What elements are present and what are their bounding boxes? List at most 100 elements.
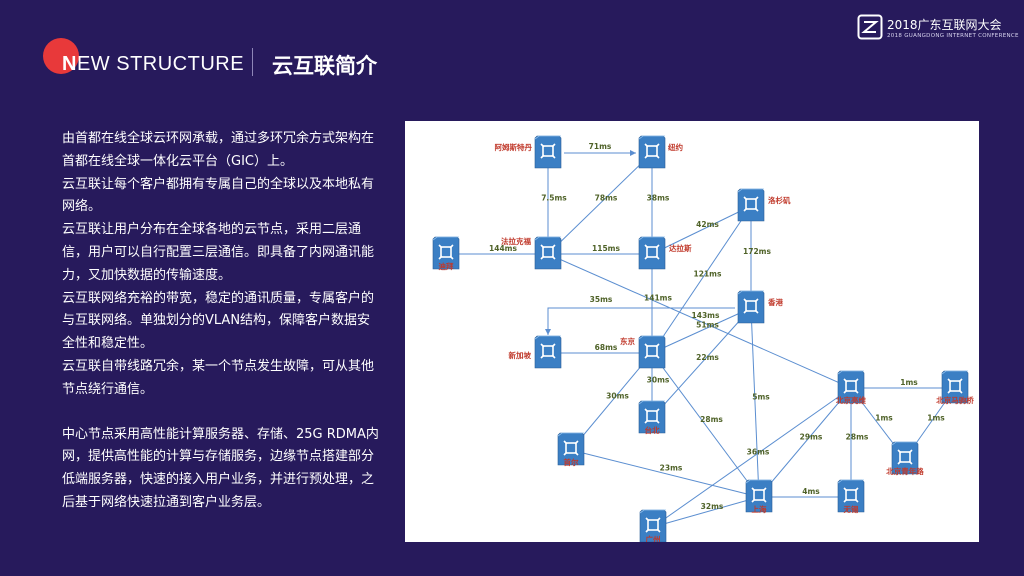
latency-label: 35ms (590, 295, 613, 304)
link-hk-sh (750, 307, 760, 498)
router-icon (645, 517, 661, 533)
latency-label: 42ms (696, 220, 719, 229)
node-la (737, 188, 765, 222)
brand-title: NEW STRUCTURE (62, 53, 245, 75)
node-sel (557, 432, 585, 466)
latency-label: 172ms (743, 247, 771, 256)
conference-logo-icon (857, 14, 883, 40)
node-label: 法拉克福 (501, 236, 531, 246)
intro-paragraph: 云互联让每个客户都拥有专属自己的全球以及本地私有网络。 (62, 176, 375, 215)
router-icon (438, 244, 454, 260)
intro-paragraph: 云互联网络充裕的带宽，稳定的通讯质量，专属客户的与互联网络。单独划分的VLAN结… (62, 290, 375, 352)
link-hk-tyo (651, 307, 752, 354)
intro-paragraph: 云互联自带线路冗余，某一个节点发生故障，可从其他节点绕行通信。 (62, 358, 375, 397)
header-divider (252, 48, 253, 76)
node-nyc (638, 135, 666, 169)
node-sh (745, 479, 773, 513)
router-icon (897, 449, 913, 465)
node-ams (534, 135, 562, 169)
router-icon (563, 440, 579, 456)
logo-title: 2018广东互联网大会 (887, 18, 1002, 32)
latency-label: 23ms (660, 464, 683, 473)
latency-label: 121ms (694, 270, 722, 279)
router-icon (540, 244, 556, 260)
router-icon (644, 408, 660, 424)
link-hk-sg (545, 307, 735, 335)
node-label: 香港 (767, 297, 783, 307)
latency-label: 143ms (692, 311, 720, 320)
node-dal (638, 236, 666, 270)
node-fra (534, 236, 562, 270)
latency-label: 51ms (696, 321, 719, 330)
node-tyo (638, 335, 666, 369)
node-tpe (638, 400, 666, 434)
router-icon (743, 298, 759, 314)
link-fra-bjyz (547, 253, 852, 389)
intro-paragraph: 云互联让用户分布在全球各地的云节点，采用二层通信，用户可以自行配置三层通信。即具… (62, 222, 375, 283)
node-label: 广州 (646, 534, 661, 542)
node-label: 达拉斯 (669, 243, 692, 253)
router-icon (644, 244, 660, 260)
latency-label: 4ms (802, 487, 820, 496)
link-fra-nyc (547, 152, 653, 255)
node-description: 中心节点采用高性能计算服务器、存储、25G RDMA内网，提供高性能的计算与存储… (62, 426, 379, 510)
latency-label: 68ms (595, 343, 618, 352)
node-dubai (432, 236, 460, 270)
router-icon (540, 343, 556, 359)
router-icon (751, 487, 767, 503)
link-gz-sh (652, 496, 760, 528)
latency-label: 7.5ms (541, 194, 567, 203)
node-bjqn (891, 441, 919, 475)
router-icon (843, 378, 859, 394)
latency-label: 38ms (647, 194, 670, 203)
link-la-tyo (651, 205, 752, 354)
latency-label: 30ms (647, 376, 670, 385)
router-icon (644, 343, 660, 359)
latency-label: 28ms (846, 433, 869, 442)
node-label: 东京 (620, 336, 635, 346)
node-bjmj (941, 370, 969, 404)
link-tyo-sh (651, 352, 760, 498)
node-label: 迪拜 (439, 261, 454, 271)
node-label: 北京亮维 (836, 395, 866, 405)
latency-label: 5ms (752, 393, 770, 402)
intro-text: 由首都在线全球云环网承载，通过多环冗余方式架构在首都在线全球一体化云平台（GIC… (62, 128, 380, 515)
router-icon (743, 196, 759, 212)
page-title: 云互联简介 (272, 54, 377, 78)
latency-label: 1ms (900, 378, 918, 387)
latency-label: 1ms (875, 414, 893, 423)
intro-paragraph: 由首都在线全球云环网承载，通过多环冗余方式架构在首都在线全球一体化云平台（GIC… (62, 131, 375, 169)
link-bjyz-sh (758, 387, 852, 498)
latency-label: 144ms (489, 244, 517, 253)
node-label: 纽约 (668, 142, 683, 152)
node-label: 北京马驹桥 (936, 395, 974, 405)
node-gz (639, 509, 667, 542)
latency-label: 36ms (747, 448, 770, 457)
node-label: 无锡 (843, 504, 859, 514)
node-label: 台北 (645, 425, 660, 435)
node-sg (534, 335, 562, 369)
node-label: 北京青年路 (886, 466, 924, 476)
link-sel-sh (570, 449, 760, 498)
latency-label: 32ms (701, 502, 724, 511)
conference-logo: 2018广东互联网大会 2018 GUANGDONG INTERNET CONF… (857, 14, 1019, 44)
latency-label: 115ms (592, 244, 620, 253)
link-hk-tpe (651, 307, 752, 419)
node-wx (837, 479, 865, 513)
router-icon (540, 143, 556, 159)
latency-label: 1ms (927, 414, 945, 423)
link-dal-la (651, 205, 752, 255)
router-icon (947, 378, 963, 394)
latency-label: 29ms (800, 433, 823, 442)
accent-circle (43, 38, 79, 74)
link-bjyz-gz (652, 387, 852, 528)
node-label: 阿姆斯特丹 (495, 142, 533, 152)
latency-label: 30ms (606, 392, 629, 401)
latency-label: 71ms (589, 142, 612, 151)
node-label: 新加坡 (509, 350, 532, 360)
node-bjyz (837, 370, 865, 404)
router-icon (644, 143, 660, 159)
link-tyo-sel (570, 352, 653, 451)
latency-label: 141ms (644, 294, 672, 303)
